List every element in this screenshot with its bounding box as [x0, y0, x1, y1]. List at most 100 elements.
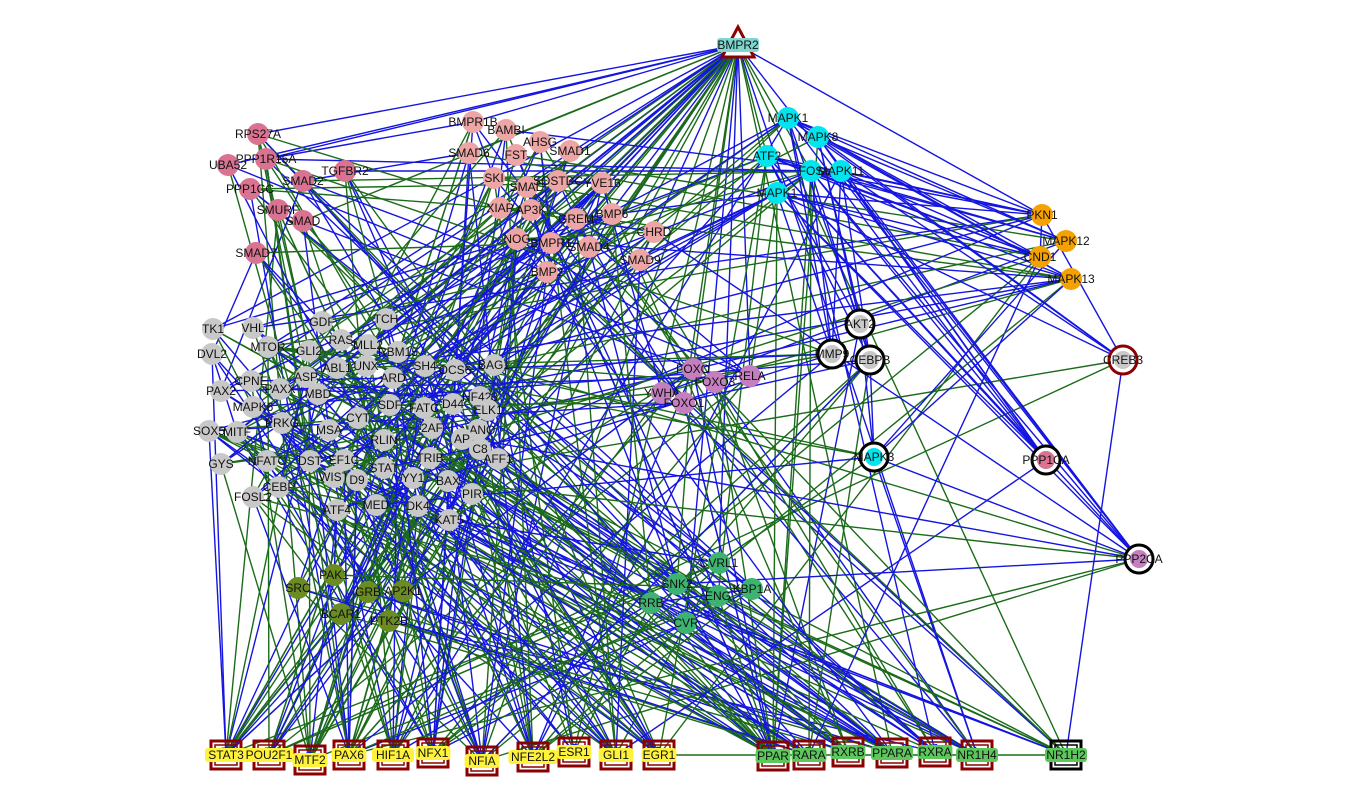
node-mbd[interactable]: MBD — [305, 383, 332, 405]
node-abl1[interactable]: ABL1 — [322, 357, 352, 379]
node-nog[interactable]: NOG — [503, 228, 531, 250]
node-eng[interactable]: ENG — [705, 585, 731, 607]
node-cpne[interactable]: CPNE — [234, 370, 268, 392]
node-foxo3[interactable]: FOXO3 — [695, 371, 736, 393]
node-nfe2l2[interactable]: NFE2L2 — [508, 741, 558, 773]
node-esr1[interactable]: ESR1 — [556, 736, 592, 768]
node-creb3[interactable]: CREB3 — [1103, 344, 1143, 376]
node-nfia[interactable]: NFIA — [464, 745, 500, 777]
node-yy1[interactable]: YY1 — [402, 467, 425, 489]
node-ppp1r15a[interactable]: PPP1R15A — [236, 148, 297, 170]
node-ap3k[interactable]: AP3K — [516, 199, 547, 221]
node-mapk1[interactable]: MAPK1 — [768, 107, 809, 129]
node-pak1[interactable]: PAK1 — [319, 564, 349, 586]
node-mtf2[interactable]: MTF2 — [292, 744, 328, 776]
node-bambi[interactable]: BAMBI — [487, 119, 525, 141]
node-ppar[interactable]: PPAR — [755, 740, 791, 772]
node-ywha[interactable]: YWHA — [644, 382, 680, 404]
node-rlin[interactable]: RLIN — [370, 429, 398, 451]
node-atf2[interactable]: ATF2 — [753, 145, 782, 167]
node-cvr[interactable]: CVR — [673, 612, 699, 634]
node-smad2[interactable]: SMAD2 — [282, 170, 324, 192]
node-stat3[interactable]: STAT3 — [205, 739, 247, 771]
node-ppp2ca[interactable]: PPP2CA — [1115, 543, 1163, 575]
node-tgfbr2[interactable]: TGFBR2 — [321, 160, 369, 182]
node-rbm15[interactable]: RBM15 — [378, 341, 418, 363]
node-grb[interactable]: GRB — [355, 581, 381, 603]
node-bmpr1b[interactable]: BMPR1B — [448, 111, 498, 133]
node-bmpr2[interactable]: BMPR2 — [717, 23, 759, 59]
node-bmp2[interactable]: BMP2 — [531, 261, 564, 283]
node-dk4[interactable]: DK4 — [406, 495, 430, 517]
node-smad4[interactable]: SMAD4 — [568, 236, 610, 258]
node-smad9[interactable]: SMAD9 — [619, 249, 661, 271]
node-akt2[interactable]: AKT2 — [844, 308, 876, 340]
node-cyt[interactable]: CYT — [346, 407, 371, 429]
node-ski[interactable]: SKI — [483, 167, 505, 189]
node-mll2[interactable]: MLL2 — [353, 334, 383, 356]
node-uba52[interactable]: UBA52 — [209, 154, 247, 176]
node-smurf[interactable]: SMURF — [257, 199, 300, 221]
node-foxo1[interactable]: FOXO1 — [664, 392, 705, 414]
node-ocs6[interactable]: OCS6 — [439, 359, 472, 381]
node-atf4[interactable]: ATF4 — [323, 499, 352, 521]
node-ap[interactable]: AP — [451, 428, 473, 450]
node-smad6[interactable]: SMAD6 — [448, 142, 490, 164]
node-xiap[interactable]: XIAP — [486, 197, 514, 219]
node-nr1h2[interactable]: NR1H2 — [1045, 739, 1087, 771]
node-rrb[interactable]: RRB — [638, 592, 664, 614]
node-bax[interactable]: BAX — [436, 470, 460, 492]
node-wist[interactable]: WIST — [319, 466, 350, 488]
node-smad7[interactable]: SMAD7 — [235, 242, 277, 264]
node-mapk11[interactable]: MAPK11 — [818, 160, 865, 182]
node-ahsg[interactable]: AHSG — [523, 131, 557, 153]
node-fos[interactable]: FOS — [799, 160, 824, 182]
node-pou2f1[interactable]: POU2F1 — [244, 739, 294, 771]
node-mapk1[interactable]: MAPK1 — [757, 182, 798, 204]
node-paxx[interactable]: PAXX — [264, 378, 296, 400]
node-aff1[interactable]: AFF1 — [483, 448, 513, 470]
node-gdf[interactable]: GDF — [309, 311, 335, 333]
node-bmpr1[interactable]: BMPR1 — [530, 232, 572, 254]
node-rps27a[interactable]: RPS27A — [235, 123, 281, 145]
node-sox5[interactable]: SOX5 — [193, 420, 225, 442]
node-pir[interactable]: PIR — [461, 483, 483, 505]
node-mapk6[interactable]: MAPK6 — [233, 396, 274, 418]
node-asp[interactable]: ASP — [294, 366, 318, 388]
node-sostdc[interactable]: SOSTDC — [533, 170, 583, 192]
node-nr1h4[interactable]: NR1H4 — [956, 739, 998, 771]
node-gli2[interactable]: GLI2 — [296, 340, 322, 362]
node-cnd1[interactable]: CND1 — [1024, 246, 1057, 268]
node-dst[interactable]: DST — [298, 450, 323, 472]
node-kat5[interactable]: KAT5 — [434, 509, 464, 531]
node-ptk2b[interactable]: PTK2B — [370, 610, 408, 632]
node-nfatc[interactable]: NFATC — [248, 450, 287, 472]
node-mmp9[interactable]: MMP9 — [815, 338, 850, 370]
node-med[interactable]: MED — [363, 494, 390, 516]
node-pax2[interactable]: PAX2 — [206, 380, 236, 402]
node-ras[interactable]: RAS — [329, 329, 354, 351]
node-gli1[interactable]: GLI1 — [598, 739, 634, 771]
node-snk2[interactable]: SNK2 — [661, 573, 693, 595]
node-cebpb[interactable]: CEBPB — [850, 344, 891, 376]
node-tk1[interactable]: TK1 — [202, 318, 224, 340]
node-cvrl1[interactable]: CVRL1 — [700, 552, 739, 574]
node-rxra[interactable]: RXRA — [917, 736, 953, 768]
node-mapk13[interactable]: MAPK13 — [1047, 268, 1095, 290]
node-stat[interactable]: STAT — [370, 457, 400, 479]
node-mapk3[interactable]: MAPK3 — [854, 441, 895, 473]
node-d44[interactable]: D44 — [442, 393, 464, 415]
node-smad[interactable]: SMAD — [286, 210, 321, 232]
node-mtor[interactable]: MTOR — [250, 336, 286, 358]
node-ef1c[interactable]: EF1C — [329, 449, 360, 471]
node-sh4[interactable]: SH4 — [413, 355, 437, 377]
node-ppara[interactable]: PPARA — [871, 737, 913, 769]
node-nfx1[interactable]: NFX1 — [415, 737, 451, 769]
node-tch[interactable]: TCH — [374, 308, 399, 330]
node-dvl2[interactable]: DVL2 — [197, 343, 227, 365]
node-elk1[interactable]: ELK1 — [473, 399, 503, 421]
node-msa[interactable]: MSA — [316, 419, 342, 441]
node-chrd[interactable]: CHRD — [637, 221, 672, 243]
node-gys[interactable]: GYS — [208, 453, 234, 475]
node-bcar1[interactable]: BCAR1 — [321, 603, 361, 625]
